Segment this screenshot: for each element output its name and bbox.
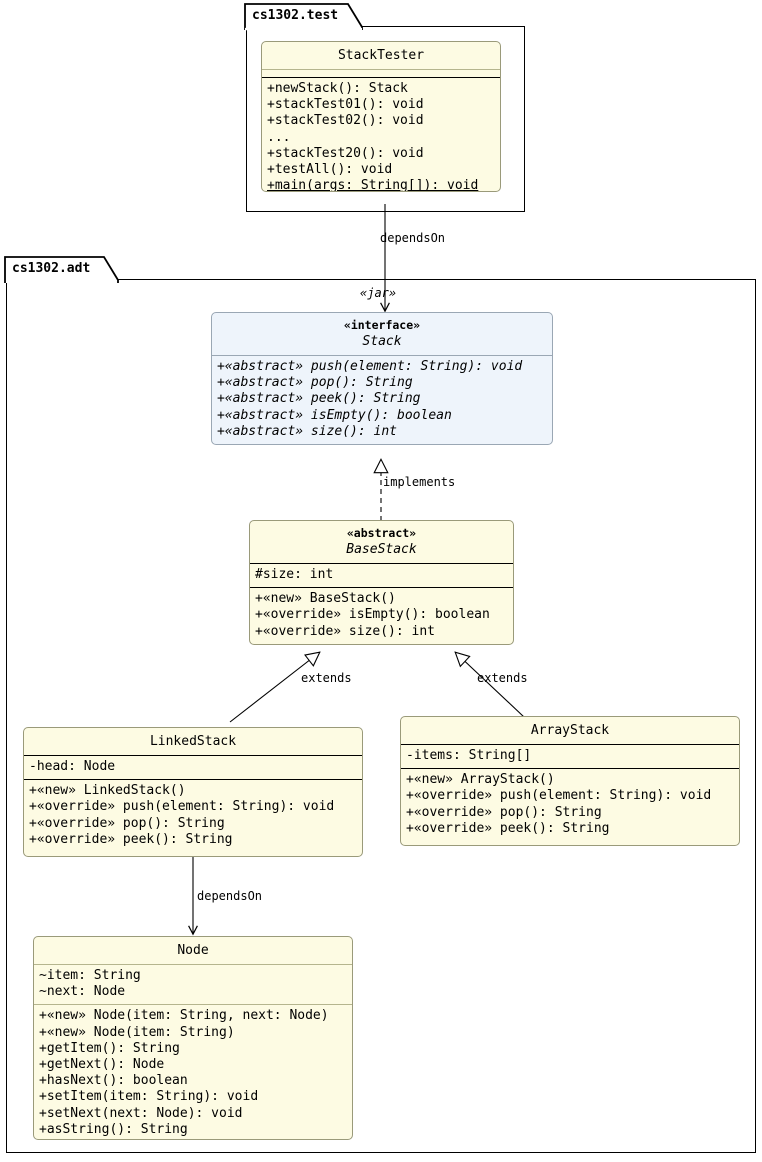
compartment-separator (24, 755, 362, 756)
class-box-node[interactable]: Node ~item: String ~next: Node +«new» No… (33, 936, 353, 1140)
compartment-separator (262, 69, 500, 70)
package-label-cs1302-adt: cs1302.adt (12, 261, 91, 276)
method-row: +«new» Node(item: String, next: Node) (39, 1008, 329, 1024)
method-row: +newStack(): Stack (267, 81, 408, 96)
methods-compartment-stacktester: +newStack(): Stack +stackTest01(): void … (262, 78, 500, 192)
class-name-stacktester: StackTester (337, 48, 425, 63)
methods-compartment-node: +«new» Node(item: String, next: Node) +«… (34, 1005, 352, 1139)
class-title-basestack: «abstract» BaseStack (250, 521, 513, 563)
method-row: +setItem(item: String): void (39, 1089, 259, 1105)
edge-label-jar-stereotype: «jar» (360, 286, 397, 300)
fields-compartment-linkedstack: -head: Node (24, 756, 362, 779)
class-title-stack: «interface» Stack (212, 313, 552, 355)
method-row: +«new» LinkedStack() (29, 783, 186, 799)
package-label-cs1302-test: cs1302.test (252, 8, 339, 23)
method-row: +«override» push(element: String): void (29, 799, 335, 815)
method-row-static: +main(args: String[]): void (267, 178, 479, 192)
compartment-separator (34, 964, 352, 965)
method-row: +«new» Node(item: String) (39, 1024, 235, 1040)
method-row: +«new» BaseStack() (255, 591, 396, 607)
package-tab-cs1302-adt (4, 256, 119, 283)
method-row: +getItem(): String (39, 1040, 180, 1056)
field-row: -items: String[] (406, 748, 532, 763)
class-title-node: Node (34, 937, 352, 964)
fields-compartment-stacktester (262, 70, 500, 77)
method-row: +«override» isEmpty(): boolean (255, 607, 490, 623)
method-row: +getNext(): Node (39, 1057, 165, 1073)
edge-label-dependson-tester: dependsOn (380, 231, 446, 245)
compartment-separator (401, 744, 739, 745)
edge-label-extends-linkedstack: extends (301, 671, 352, 685)
compartment-separator (250, 563, 513, 564)
edge-label-implements: implements (383, 475, 456, 489)
methods-compartment-linkedstack: +«new» LinkedStack() +«override» push(el… (24, 780, 362, 852)
method-row: +«override» size(): int (255, 623, 436, 639)
method-row: +testAll(): void (267, 162, 393, 178)
class-box-stack[interactable]: «interface» Stack +«abstract» push(eleme… (211, 312, 553, 445)
class-stereotype-stack: «interface» (343, 318, 421, 332)
method-row: +asString(): String (39, 1121, 188, 1137)
field-row: ~item: String (39, 968, 141, 983)
method-row: ... (267, 129, 291, 145)
method-row: +stackTest02(): void (267, 113, 424, 129)
class-stereotype-basestack: «abstract» (346, 526, 417, 540)
method-row: +stackTest01(): void (267, 97, 424, 113)
class-name-basestack: BaseStack (346, 542, 417, 557)
edge-label-extends-arraystack: extends (477, 671, 528, 685)
method-row: +stackTest20(): void (267, 145, 424, 161)
compartment-separator (34, 1004, 352, 1006)
compartment-separator (250, 587, 513, 589)
method-row: +«abstract» size(): int (217, 423, 398, 439)
method-row: +«override» push(element: String): void (406, 788, 712, 804)
class-name-stack: Stack (362, 334, 402, 349)
package-cs1302-adt (6, 279, 756, 1153)
compartment-separator (24, 779, 362, 781)
method-row: +hasNext(): boolean (39, 1073, 188, 1089)
methods-compartment-basestack: +«new» BaseStack() +«override» isEmpty()… (250, 588, 513, 644)
methods-compartment-stack: +«abstract» push(element: String): void … (212, 356, 552, 444)
method-row: +«override» peek(): String (29, 831, 233, 847)
class-name-arraystack: ArrayStack (530, 723, 610, 738)
method-row: +«override» pop(): String (29, 815, 225, 831)
compartment-separator (262, 77, 500, 78)
field-row: ~next: Node (39, 984, 126, 1000)
class-box-stacktester[interactable]: StackTester +newStack(): Stack +stackTes… (261, 41, 501, 192)
compartment-separator (212, 355, 552, 356)
field-row: #size: int (255, 567, 334, 582)
field-row: -head: Node (29, 759, 116, 774)
class-name-node: Node (177, 943, 209, 958)
compartment-separator (401, 768, 739, 770)
fields-compartment-basestack: #size: int (250, 564, 513, 587)
method-row: +«abstract» peek(): String (217, 391, 421, 407)
method-row: +«abstract» isEmpty(): boolean (217, 407, 452, 423)
method-row: +«abstract» pop(): String (217, 375, 413, 391)
method-row: +setNext(next: Node): void (39, 1105, 243, 1121)
method-row: +«new» ArrayStack() (406, 772, 555, 788)
class-title-linkedstack: LinkedStack (24, 728, 362, 755)
method-row: +«override» peek(): String (406, 820, 610, 836)
fields-compartment-node: ~item: String ~next: Node (34, 965, 352, 1004)
package-tab-cs1302-test (244, 3, 363, 31)
class-title-stacktester: StackTester (262, 42, 500, 69)
fields-compartment-arraystack: -items: String[] (401, 745, 739, 768)
methods-compartment-arraystack: +«new» ArrayStack() +«override» push(ele… (401, 769, 739, 841)
class-box-linkedstack[interactable]: LinkedStack -head: Node +«new» LinkedSta… (23, 727, 363, 857)
class-box-arraystack[interactable]: ArrayStack -items: String[] +«new» Array… (400, 716, 740, 846)
edge-label-dependson-node: dependsOn (197, 889, 263, 903)
package-cs1302-test (246, 26, 525, 212)
class-box-basestack[interactable]: «abstract» BaseStack #size: int +«new» B… (249, 520, 514, 645)
class-name-linkedstack: LinkedStack (149, 734, 237, 749)
class-title-arraystack: ArrayStack (401, 717, 739, 744)
method-row: +«abstract» push(element: String): void (217, 359, 523, 374)
method-row: +«override» pop(): String (406, 804, 602, 820)
